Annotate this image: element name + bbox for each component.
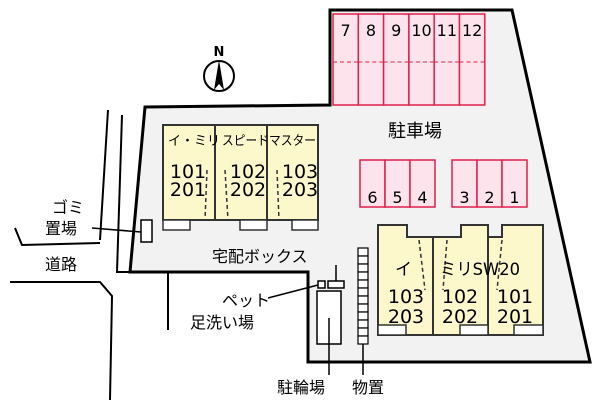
parking-space-number: 3 [459,188,469,207]
parking-space [359,159,386,208]
unit-number: 203 [388,306,424,328]
parking-space-number: 8 [366,21,376,40]
road-lines [10,109,169,400]
pet-label-2: 足洗い場 [190,313,254,332]
garbage-label-2: 置場 [45,219,77,238]
parking-space-number: 10 [411,21,431,40]
unit-number: 201 [497,306,533,328]
compass-north-icon: N [203,45,235,92]
delivery-box [327,280,345,289]
unit-number: 102 [442,286,478,308]
pet-label-1: ペット [222,291,270,310]
garbage-area [140,219,153,243]
unit-number: 103 [388,286,424,308]
unit-number: 103 [282,161,318,183]
storage-shed [357,247,369,345]
road-label: 道路 [45,255,77,274]
unit-number: 202 [442,306,478,328]
garbage-label-1: ゴミ [52,198,84,217]
parking-space [501,159,528,208]
parking-space-number: 4 [417,188,427,207]
parking-space-number: 7 [341,21,351,40]
compass-label: N [214,45,225,60]
delivery-box-label: 宅配ボックス [212,247,308,266]
parking-space [476,159,503,208]
parking-space-number: 11 [437,21,457,40]
building-left-name-2: スピードマスター [222,134,316,149]
parking-space [433,13,461,106]
parking-space-number: 6 [367,188,377,207]
building-right-name-2: ミリSW20 [440,260,520,280]
unit-number: 203 [282,179,318,201]
building-right-name-1: イ [395,260,412,280]
parking-space-number: 1 [509,188,519,207]
unit-number: 102 [230,161,266,183]
unit-number: 101 [497,286,533,308]
parking-space [382,13,410,106]
parking-space-number: 12 [462,21,482,40]
parking-space-number: 9 [391,21,401,40]
parking-space [451,159,478,208]
parking-space-number: 5 [392,188,402,207]
parking-label: 駐車場 [388,121,442,142]
bicycle-label: 駐輪場 [277,378,325,397]
parking-space [458,13,486,106]
parking-space [409,159,436,208]
unit-number: 201 [170,179,206,201]
pet-wash-area [317,280,326,289]
parking-space [357,13,385,106]
storage-label: 物置 [352,378,384,397]
parking-space-number: 2 [484,188,494,207]
building-left-name-1: イ・ミリ [168,134,220,149]
parking-space [408,13,435,106]
unit-number: 101 [170,161,206,183]
unit-number: 202 [230,179,266,201]
parking-space [332,13,360,106]
